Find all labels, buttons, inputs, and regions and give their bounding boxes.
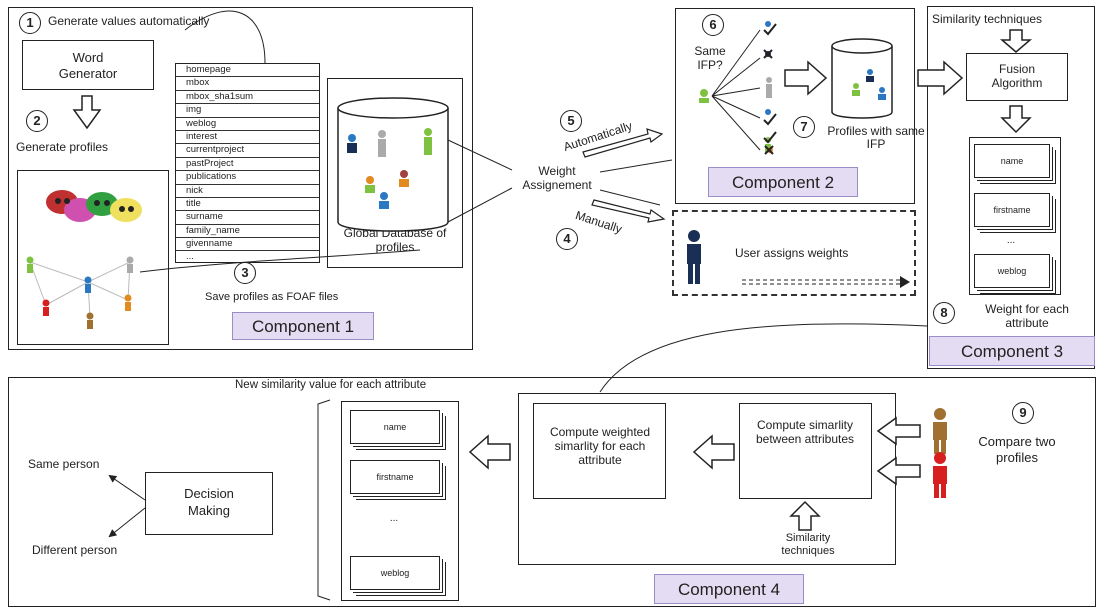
attribute-row: currentproject [176, 144, 319, 158]
attribute-row: nick [176, 185, 319, 198]
step-9-badge: 9 [1012, 402, 1034, 424]
manually-text: Manually [573, 208, 624, 237]
component-4-label: Component 4 [654, 574, 804, 604]
new-similarity-value-text: New similarity value for each attribute [235, 379, 427, 391]
step-4-badge: 4 [556, 228, 578, 250]
attribute-row: weblog [176, 118, 319, 131]
attribute-row: family_name [176, 225, 319, 239]
save-profiles-text: Save profiles as FOAF files [205, 291, 339, 303]
attribute-row: interest [176, 131, 319, 145]
weight-line-to-component2 [599, 159, 673, 173]
attribute-row: pastProject [176, 158, 319, 172]
compute-weighted-box [533, 403, 666, 499]
component-2-label: Component 2 [708, 167, 858, 197]
component-1-label: Component 1 [232, 312, 374, 340]
weight-line-to-manual [599, 189, 661, 206]
step-1-badge: 1 [19, 12, 41, 34]
step-3-badge: 3 [234, 262, 256, 284]
step-6-badge: 6 [702, 14, 724, 36]
weight-card-ellipsis: ... [1006, 235, 1016, 246]
weight-each-attribute-text: Weight for each attribute [985, 302, 1069, 330]
attribute-row: surname [176, 211, 319, 225]
decision-making-box [145, 472, 273, 535]
attribute-row: homepage [176, 64, 319, 78]
same-person-text: Same person [28, 457, 100, 471]
similarity-card-ellipsis: ... [389, 513, 399, 524]
compare-two-profiles-text: Compare two profiles [978, 434, 1056, 465]
profiles-graph-box [17, 170, 169, 345]
similarity-card-name: name [350, 410, 440, 444]
word-generator-label: Word Generator [58, 50, 118, 81]
step-7-badge: 7 [793, 116, 815, 138]
attribute-row: mbox_sha1sum [176, 91, 319, 105]
generate-profiles-text: Generate profiles [16, 140, 109, 154]
fusion-algorithm-label: Fusion Algorithm [991, 62, 1043, 90]
weight-assignment-text: Weight Assignement [522, 164, 592, 192]
fusion-algorithm-box [966, 53, 1068, 101]
attribute-row: img [176, 104, 319, 118]
different-person-text: Different person [32, 543, 118, 557]
weight-card-name: name [974, 144, 1050, 178]
attribute-row: givenname [176, 238, 319, 252]
user-assigns-weights-text: User assigns weights [735, 246, 849, 260]
similarity-techniques-top-text: Similarity techniques [932, 12, 1043, 26]
global-database-label: Global Database of profiles [343, 226, 447, 254]
compute-weighted-label: Compute weighted simarlity for each attr… [549, 425, 651, 467]
similarity-card-weblog: weblog [350, 556, 440, 590]
similarity-card-firstname: firstname [350, 460, 440, 494]
attribute-row: title [176, 198, 319, 212]
same-ifp-text: Same IFP? [694, 44, 726, 72]
step-5-badge: 5 [560, 110, 582, 132]
foaf-attribute-list: homepage mbox mbox_sha1sum img weblog in… [175, 63, 320, 263]
decision-making-label: Decision Making [184, 486, 234, 518]
generate-values-text: Generate values automatically [48, 14, 210, 28]
weight-card-weblog: weblog [974, 254, 1050, 288]
attribute-row: mbox [176, 77, 319, 91]
profiles-same-ifp-text: Profiles with same IFP [827, 124, 925, 151]
compute-similarity-label: Compute simarlity between attributes [755, 418, 855, 446]
word-generator-box [22, 40, 154, 90]
attribute-row: publications [176, 171, 319, 185]
similarity-techniques-bottom-text: Similarity techniques [781, 532, 835, 557]
step-2-badge: 2 [26, 110, 48, 132]
compute-similarity-box [739, 403, 872, 499]
step-8-badge: 8 [933, 302, 955, 324]
weight-card-firstname: firstname [974, 193, 1050, 227]
component-3-label: Component 3 [929, 336, 1095, 366]
